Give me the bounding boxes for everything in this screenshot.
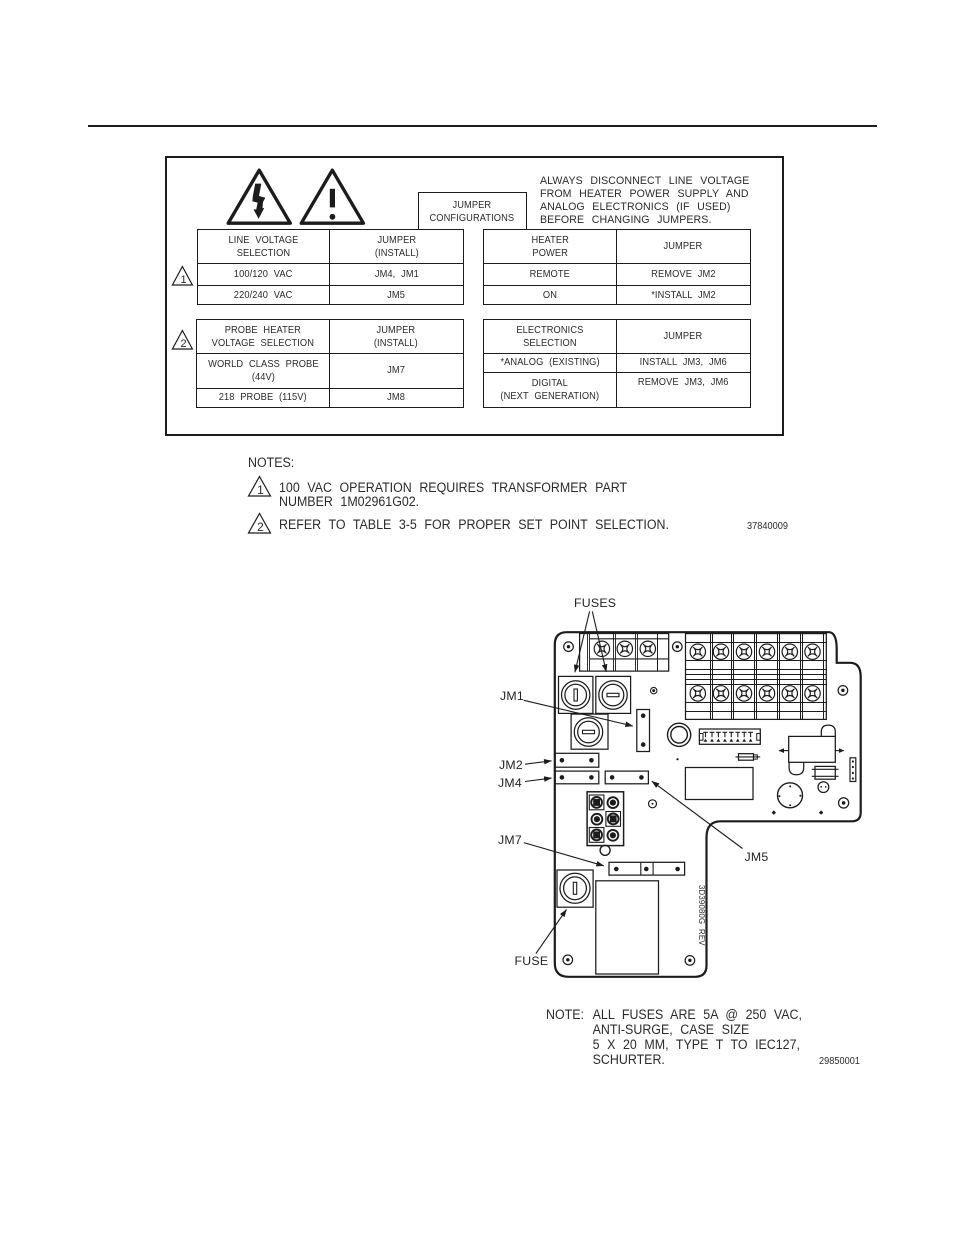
svg-text:2: 2	[180, 338, 186, 350]
svg-text:1: 1	[257, 483, 264, 497]
svg-text:2: 2	[257, 520, 264, 534]
svg-text:3D39080G REV: 3D39080G REV	[697, 885, 706, 946]
svg-text:1: 1	[180, 274, 186, 286]
